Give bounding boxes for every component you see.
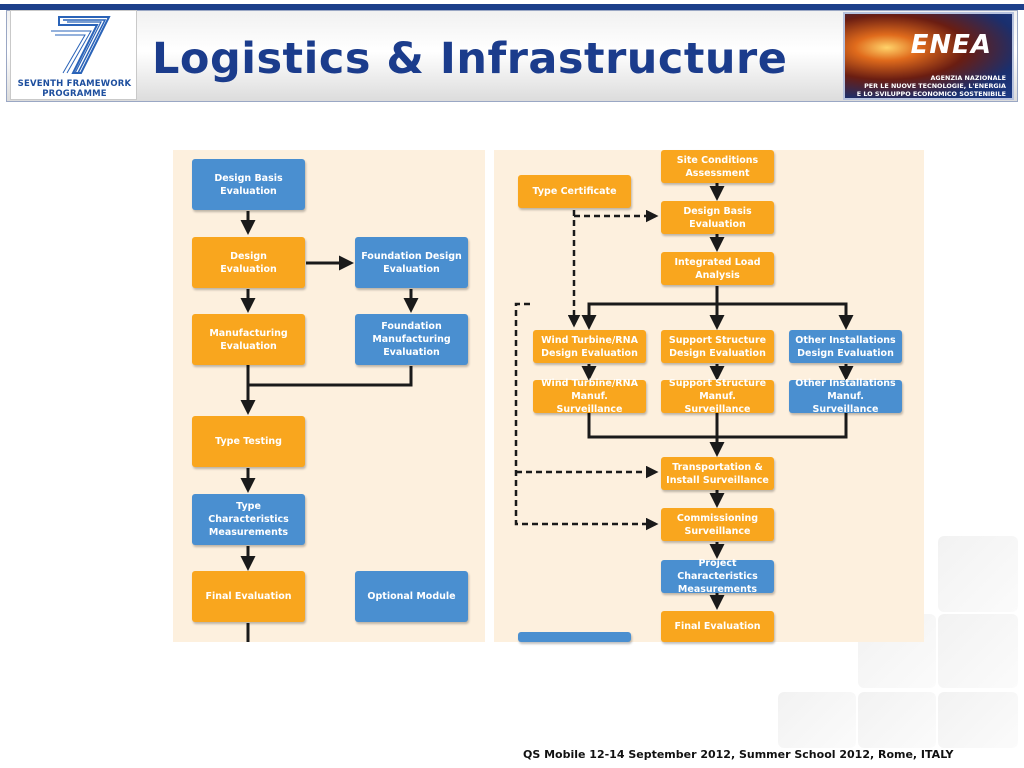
fp7-line1: SEVENTH FRAMEWORK xyxy=(17,79,132,89)
decor-square xyxy=(938,614,1018,688)
commissioning-surveillance-box: Commissioning Surveillance xyxy=(661,508,774,541)
design-basis-evaluation-box-right: Design Basis Evaluation xyxy=(661,201,774,234)
support-structure-design-evaluation-box: Support Structure Design Evaluation xyxy=(661,330,774,363)
design-evaluation-box: Design Evaluation xyxy=(192,237,305,288)
decor-square xyxy=(938,692,1018,748)
optional-module-box: Optional Module xyxy=(355,571,468,622)
other-installations-design-evaluation-box: Other Installations Design Evaluation xyxy=(789,330,902,363)
project-characteristics-measurements-box: Project Characteristics Measurements xyxy=(661,558,774,595)
fp7-seven-icon xyxy=(51,16,111,74)
left-diagram-panel xyxy=(173,150,485,642)
decor-square xyxy=(938,536,1018,612)
integrated-load-analysis-box: Integrated Load Analysis xyxy=(661,252,774,285)
manufacturing-evaluation-box: Manufacturing Evaluation xyxy=(192,314,305,365)
slide-footer: QS Mobile 12-14 September 2012, Summer S… xyxy=(523,748,954,761)
decor-square xyxy=(858,692,936,748)
final-evaluation-box-left: Final Evaluation xyxy=(192,571,305,622)
foundation-manufacturing-evaluation-box: Foundation Manufacturing Evaluation xyxy=(355,314,468,365)
final-evaluation-box-right: Final Evaluation xyxy=(661,611,774,642)
enea-sub-line3: E LO SVILUPPO ECONOMICO SOSTENIBILE xyxy=(856,90,1006,98)
decor-square xyxy=(778,692,856,748)
dashed-to-commissioning xyxy=(514,302,659,531)
type-characteristics-measurements-box: Type Characteristics Measurements xyxy=(192,494,305,545)
join-manufacturing-lines xyxy=(246,365,413,387)
design-basis-evaluation-box: Design Basis Evaluation xyxy=(192,159,305,210)
fp7-line2: PROGRAMME xyxy=(42,89,107,99)
enea-sub-line2: PER LE NUOVE TECNOLOGIE, L'ENERGIA xyxy=(864,82,1006,90)
wind-turbine-manuf-surveillance-box: Wind Turbine/RNA Manuf. Surveillance xyxy=(533,378,646,415)
fp7-logo: SEVENTH FRAMEWORK PROGRAMME xyxy=(10,10,137,100)
header-top-line xyxy=(0,4,1024,10)
partial-blue-box xyxy=(518,632,631,642)
support-structure-manuf-surveillance-box: Support Structure Manuf. Surveillance xyxy=(661,378,774,415)
page-title: Logistics & Infrastructure xyxy=(152,34,788,84)
enea-sub-line1: AGENZIA NAZIONALE xyxy=(930,74,1006,82)
wind-turbine-design-evaluation-box: Wind Turbine/RNA Design Evaluation xyxy=(533,330,646,363)
enea-name: ENEA xyxy=(910,30,992,60)
enea-logo: ENEA AGENZIA NAZIONALE PER LE NUOVE TECN… xyxy=(843,12,1014,100)
type-certificate-box: Type Certificate xyxy=(518,175,631,208)
transportation-install-surveillance-box: Transportation & Install Surveillance xyxy=(661,457,774,490)
other-installations-manuf-surveillance-box: Other Installations Manuf. Surveillance xyxy=(789,378,902,415)
type-testing-box: Type Testing xyxy=(192,416,305,467)
foundation-design-evaluation-box: Foundation Design Evaluation xyxy=(355,237,468,288)
site-conditions-assessment-box: Site Conditions Assessment xyxy=(661,150,774,183)
